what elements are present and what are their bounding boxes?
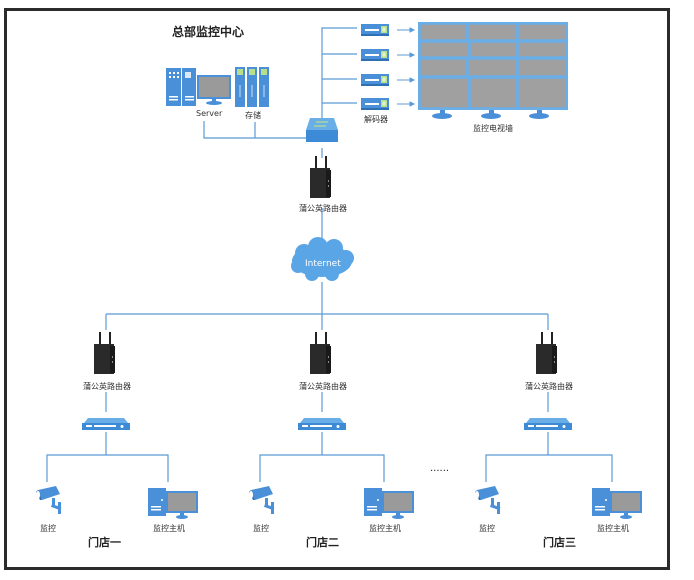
store-name: 门店二	[306, 535, 339, 549]
server-icon	[166, 68, 231, 106]
hq-router-label: 蒲公英路由器	[299, 203, 347, 213]
storage-label: 存储	[245, 110, 261, 120]
hq-switch-icon	[306, 118, 338, 142]
decoder-icon	[361, 98, 389, 110]
store-router-label: 蒲公英路由器	[83, 381, 131, 391]
decoder-icon	[361, 74, 389, 86]
store-switch-icon	[298, 418, 346, 430]
monitor-host-icon	[147, 487, 198, 520]
camera-label: 监控	[40, 523, 56, 533]
store-switch-icon	[524, 418, 572, 430]
internet-cloud-icon	[291, 237, 354, 281]
store-router-icon	[310, 332, 331, 374]
host-label: 监控主机	[597, 523, 629, 533]
monitor-host-icon	[363, 487, 414, 520]
decoder-icon	[361, 24, 389, 36]
store-name: 门店三	[543, 535, 576, 549]
store-links	[46, 314, 169, 482]
camera-label: 监控	[479, 523, 495, 533]
storage-icon	[235, 67, 269, 107]
store-router-icon	[94, 332, 115, 374]
decoder-arrows	[397, 27, 416, 107]
store-name: 门店一	[88, 535, 121, 549]
internet-label: Internet	[305, 259, 341, 269]
camera-icon	[36, 486, 62, 514]
server-label: Server	[196, 109, 223, 118]
videowall-label: 监控电视墙	[473, 123, 513, 133]
store-links	[259, 314, 385, 482]
camera-label: 监控	[253, 523, 269, 533]
camera-icon	[475, 486, 501, 514]
camera-icon	[249, 486, 275, 514]
more-stores-ellipsis: ······	[430, 466, 449, 477]
store-links	[485, 314, 613, 482]
store-router-label: 蒲公英路由器	[525, 381, 573, 391]
store-switch-icon	[82, 418, 130, 430]
diagram-frame	[4, 8, 670, 570]
hq-links	[106, 27, 548, 315]
host-label: 监控主机	[369, 523, 401, 533]
decoder-icon	[361, 49, 389, 61]
hq-title: 总部监控中心	[172, 24, 244, 39]
decoder-label: 解码器	[364, 114, 388, 124]
store-router-icon	[536, 332, 557, 374]
monitor-host-icon	[591, 487, 642, 520]
store-router-label: 蒲公英路由器	[299, 381, 347, 391]
host-label: 监控主机	[153, 523, 185, 533]
video-wall-icon	[418, 22, 568, 119]
hq-router-icon	[310, 156, 331, 198]
